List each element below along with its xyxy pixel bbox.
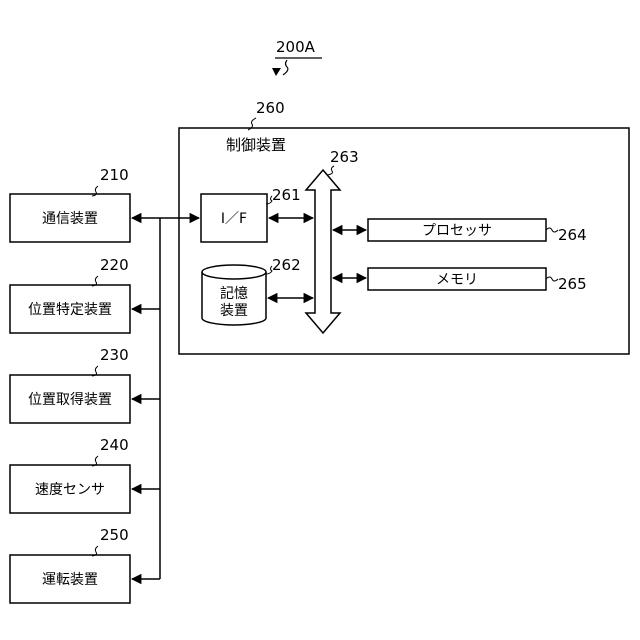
figure-ref-arrowhead <box>272 68 281 76</box>
memory-box: メモリ <box>368 268 546 290</box>
storage-device: 記憶 装置 <box>202 265 266 325</box>
processor-box: プロセッサ <box>368 219 546 241</box>
device-communication: 通信装置 <box>10 194 130 242</box>
memory-leader <box>546 277 558 281</box>
storage-ref: 262 <box>272 256 301 274</box>
processor-ref: 264 <box>558 226 587 244</box>
device-position-acquisition: 位置取得装置 <box>10 375 130 423</box>
interface-ref: 261 <box>272 186 301 204</box>
device-driving-label: 運転装置 <box>42 572 98 588</box>
figure-ref-label: 200A <box>276 38 316 56</box>
processor-label: プロセッサ <box>422 223 492 239</box>
storage-label-line1: 記憶 <box>220 285 248 302</box>
device-position-identification-ref: 220 <box>100 256 129 274</box>
processor-leader <box>546 228 558 232</box>
memory-label: メモリ <box>436 272 478 288</box>
device-speed-sensor-ref: 240 <box>100 436 129 454</box>
bus-arrow <box>306 170 340 333</box>
interface-box: I／F <box>201 194 267 242</box>
device-position-acquisition-label: 位置取得装置 <box>28 391 112 408</box>
device-communication-ref: 210 <box>100 166 129 184</box>
controller-label: 制御装置 <box>226 136 286 154</box>
device-position-identification-label: 位置特定装置 <box>28 302 112 318</box>
bus-leader <box>327 166 334 175</box>
figure-ref-leader <box>283 60 288 75</box>
memory-ref: 265 <box>558 275 587 293</box>
device-speed-sensor-label: 速度センサ <box>35 482 105 498</box>
storage-label-line2: 装置 <box>220 303 248 319</box>
controller-ref: 260 <box>256 99 285 117</box>
device-speed-sensor: 速度センサ <box>10 465 130 513</box>
device-driving-ref: 250 <box>100 526 129 544</box>
bus-ref: 263 <box>330 148 359 166</box>
interface-label: I／F <box>221 211 247 227</box>
device-position-acquisition-ref: 230 <box>100 346 129 364</box>
device-driving: 運転装置 <box>10 555 130 603</box>
device-position-identification: 位置特定装置 <box>10 285 130 333</box>
device-communication-label: 通信装置 <box>42 211 98 227</box>
